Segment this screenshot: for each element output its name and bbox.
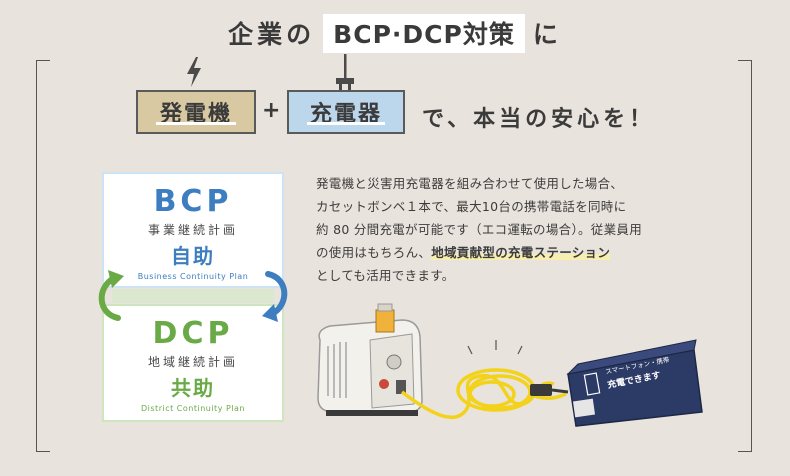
cycle-arrow-right-icon — [262, 271, 288, 322]
dcp-english: District Continuity Plan — [141, 404, 245, 413]
description-line-5: としても活用できます。 — [316, 268, 455, 283]
description-line-4-pre: の使用はもちろん、 — [316, 245, 432, 260]
headline-suffix: に — [532, 20, 562, 49]
bcp-title: BCP — [153, 184, 233, 219]
bcp-english: Business Continuity Plan — [137, 272, 249, 281]
dcp-title: DCP — [152, 316, 234, 351]
card-divider — [112, 289, 274, 303]
description-line-2: カセットボンベ１本で、最大10台の携帯電話を同時に — [316, 199, 627, 214]
description-line-3: 約 80 分間充電が可能です（エコ運転の場合）。従業員用 — [316, 222, 643, 237]
charger-box: 充電器 — [287, 90, 405, 134]
bcp-subtitle: 事業継続計画 — [147, 223, 238, 237]
generator-box: 発電機 — [136, 90, 256, 134]
description-line-4: の使用はもちろん、地域貢献型の充電ステーション — [316, 241, 700, 264]
right-bracket — [738, 60, 752, 452]
charger-underline — [307, 122, 385, 125]
plus-sign: + — [262, 98, 281, 123]
generator-underline — [156, 122, 236, 125]
generator-illustration — [317, 303, 423, 416]
plug-icon — [336, 54, 354, 90]
description-line-1: 発電機と災害用充電器を組み合わせて使用した場合、 — [316, 176, 624, 191]
bcp-card: BCP 事業継続計画 自助 Business Continuity Plan — [102, 172, 284, 288]
headline-highlight: BCP·DCP対策 — [323, 14, 525, 53]
left-bracket — [36, 60, 50, 452]
charging-station-highlight: 地域貢献型の充電ステーション — [431, 245, 611, 260]
dcp-card: DCP 地域継続計画 共助 District Continuity Plan — [102, 304, 284, 422]
cycle-arrow-left-icon — [98, 270, 124, 321]
lightning-icon — [187, 57, 201, 87]
dcp-subtitle: 地域継続計画 — [147, 355, 238, 369]
headline-prefix: 企業の — [228, 20, 316, 49]
spark-lines — [467, 340, 523, 355]
bcp-label: 自助 — [171, 244, 215, 268]
dcp-label: 共助 — [171, 376, 215, 400]
charger-bag-illustration — [566, 339, 703, 427]
connector-illustration — [530, 384, 552, 396]
description: 発電機と災害用充電器を組み合わせて使用した場合、 カセットボンベ１本で、最大10… — [316, 172, 700, 287]
product-illustration: スマートフォン・携帯 充電できます — [317, 303, 703, 427]
tagline: で、本当の安心を！ — [422, 107, 656, 132]
